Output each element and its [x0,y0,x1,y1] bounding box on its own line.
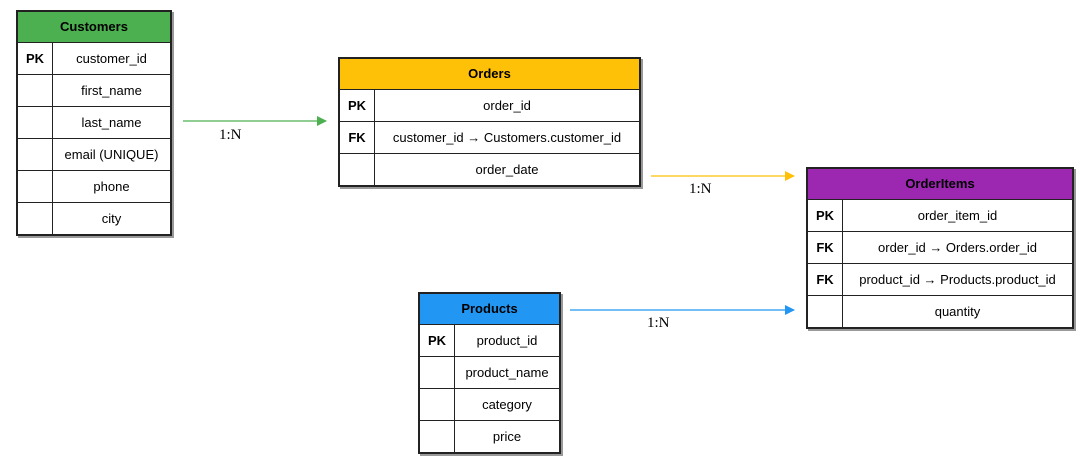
entity-orders: Orders PK order_id FK customer_id → Custom… [338,57,641,187]
entity-row: first_name [18,74,170,106]
field-name: order_item_id [917,208,998,223]
entity-products: Products PK product_id product_name categ… [418,292,561,454]
key-marker: PK [420,325,455,356]
key-marker: FK [340,122,375,153]
key-marker [18,171,53,202]
edge-customers-orders: 1:N [183,116,327,143]
entity-header: OrderItems [808,169,1072,200]
entity-row: PK customer_id [18,43,170,74]
edge-orders-orderitems: 1:N [651,171,795,197]
field-name: customer_id → Customers.customer_id [392,130,622,145]
entity-row: FK product_id → Products.product_id [808,263,1072,295]
field-name: product_name [465,365,549,380]
entity-header: Products [420,294,559,325]
entity-row: FK order_id → Orders.order_id [808,231,1072,263]
edge-label: 1:N [689,181,712,197]
entity-row: email (UNIQUE) [18,138,170,170]
entity-customers: Customers PK customer_id first_name last_… [16,10,172,236]
key-marker [420,357,455,388]
key-marker [420,421,455,452]
field-name: category [482,397,532,412]
key-marker: PK [340,90,375,121]
key-marker [18,139,53,170]
field-name: customer_id [76,51,147,66]
field-name: order_id → Orders.order_id [878,240,1037,255]
entity-orderitems: OrderItems PK order_item_id FK order_id → … [806,167,1074,329]
key-marker: PK [808,200,843,231]
key-marker: FK [808,232,843,263]
field-name: product_id [476,333,538,348]
entity-row: PK order_id [340,90,639,121]
field-name: email (UNIQUE) [64,147,159,162]
field-name: price [492,429,522,444]
edge-products-orderitems: 1:N [570,305,795,331]
entity-row: FK customer_id → Customers.customer_id [340,121,639,153]
entity-row: product_name [420,356,559,388]
field-name: order_id [483,98,531,113]
entity-row: order_date [340,153,639,185]
entity-row: PK product_id [420,325,559,356]
key-marker: FK [808,264,843,295]
key-marker [18,203,53,234]
key-marker [18,107,53,138]
edge-label: 1:N [219,127,242,143]
key-marker [420,389,455,420]
field-name: order_date [475,162,539,177]
key-marker [340,154,375,185]
key-marker [808,296,843,327]
entity-row: city [18,202,170,234]
entity-row: category [420,388,559,420]
entity-row: phone [18,170,170,202]
field-name: city [101,211,122,226]
key-marker [18,75,53,106]
field-name: product_id → Products.product_id [859,272,1056,287]
key-marker: PK [18,43,53,74]
entity-row: PK order_item_id [808,200,1072,231]
field-name: phone [93,179,130,194]
entity-header: Orders [340,59,639,90]
field-name: first_name [81,83,142,98]
entity-header: Customers [18,12,170,43]
field-name: quantity [934,304,981,319]
entity-row: last_name [18,106,170,138]
entity-row: price [420,420,559,452]
edge-label: 1:N [647,315,670,331]
field-name: last_name [81,115,142,130]
entity-row: quantity [808,295,1072,327]
